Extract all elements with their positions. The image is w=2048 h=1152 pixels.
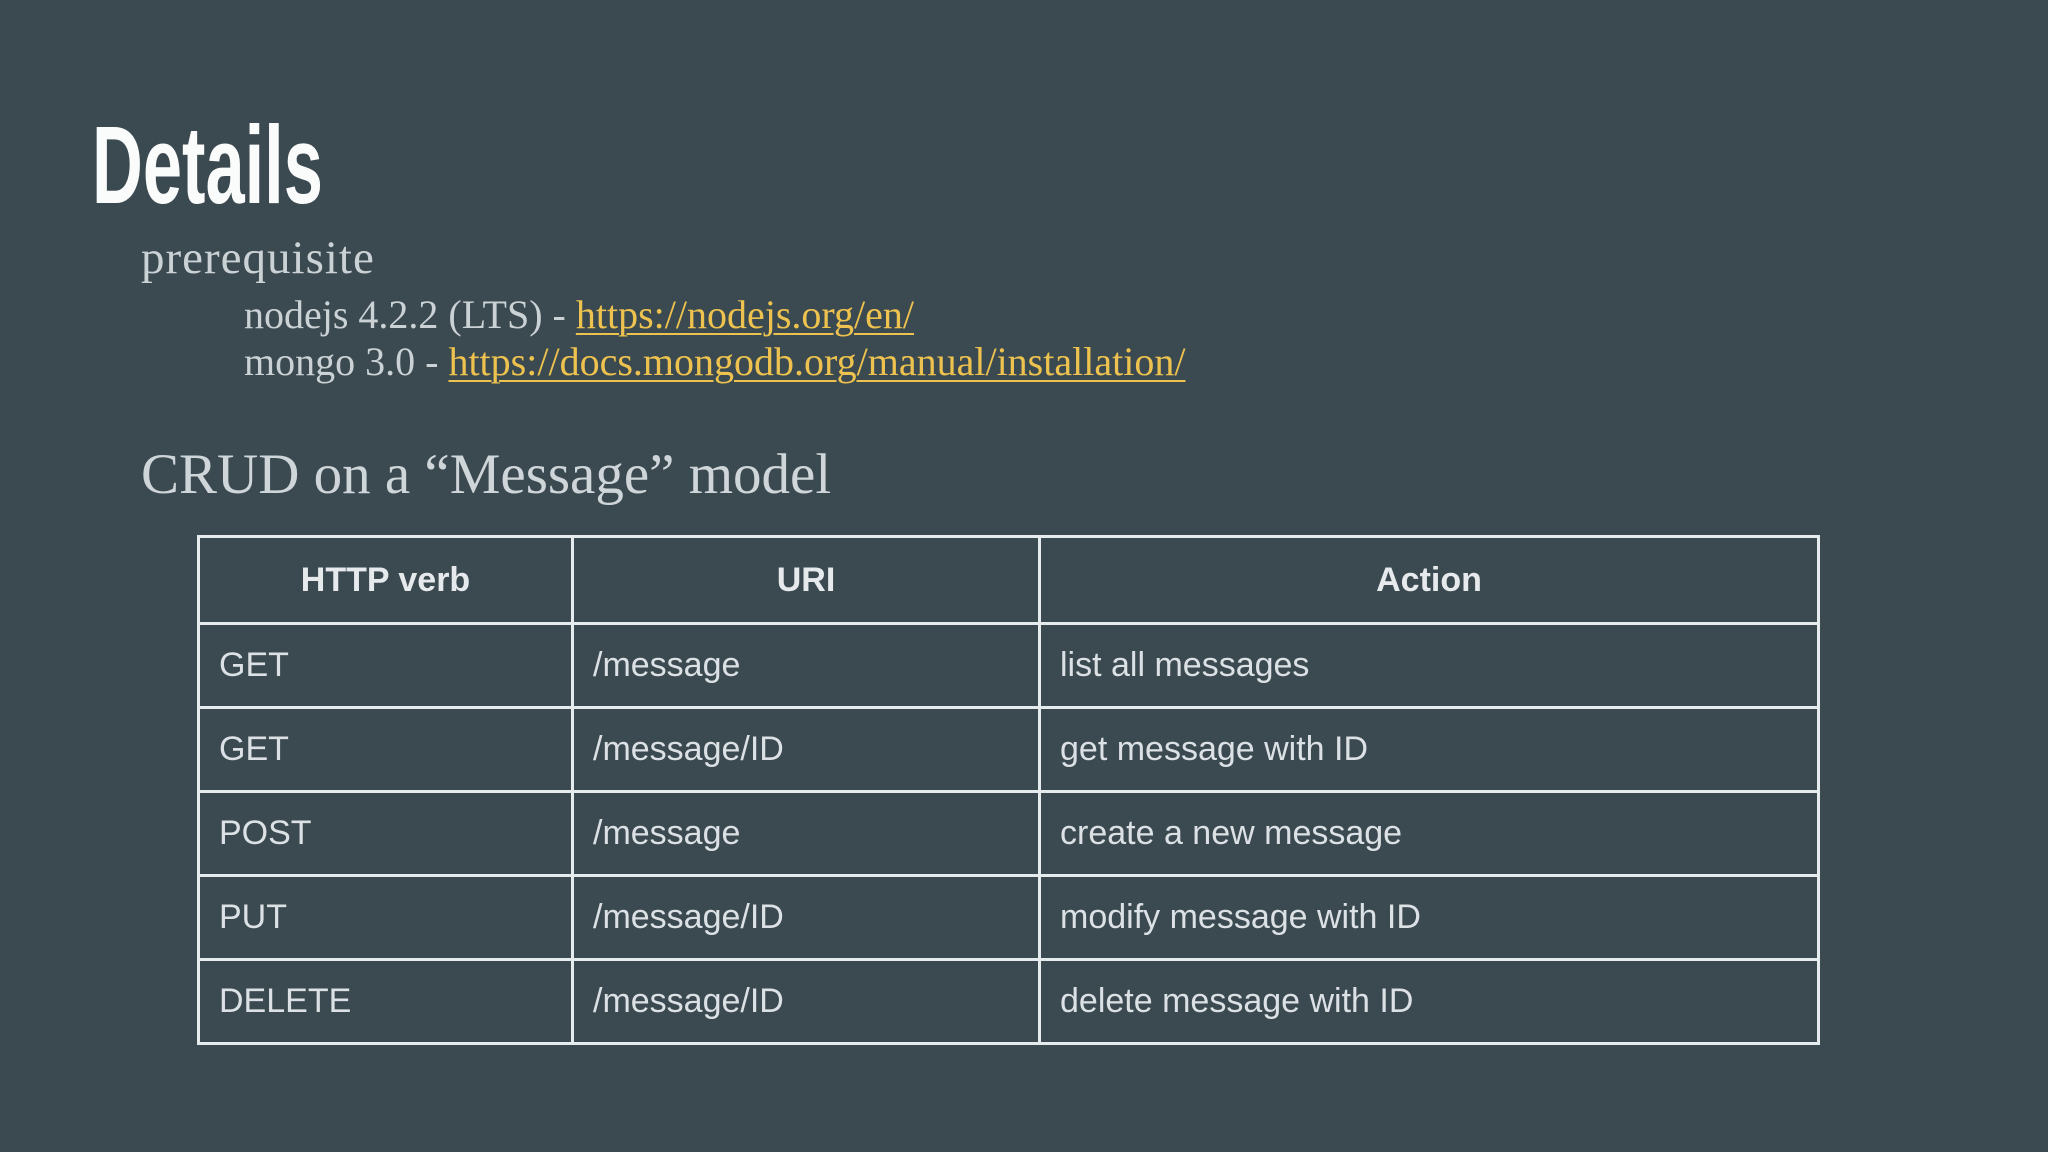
cell-action: delete message with ID — [1038, 958, 1820, 1045]
list-item-mongo: mongo 3.0 - https://docs.mongodb.org/man… — [244, 338, 1185, 385]
cell-action: get message with ID — [1038, 706, 1820, 793]
cell-action: modify message with ID — [1038, 874, 1820, 961]
nodejs-version-text: nodejs 4.2.2 (LTS) - — [244, 292, 576, 337]
list-item-nodejs: nodejs 4.2.2 (LTS) - https://nodejs.org/… — [244, 291, 1185, 338]
cell-http-verb: GET — [197, 706, 574, 793]
column-header-http-verb: HTTP verb — [197, 535, 574, 625]
table-row: GET /message list all messages — [197, 622, 1820, 709]
cell-uri: /message/ID — [571, 958, 1041, 1045]
table-row: DELETE /message/ID delete message with I… — [197, 958, 1820, 1045]
table-header-row: HTTP verb URI Action — [197, 535, 1820, 625]
prerequisite-heading: prerequisite — [141, 232, 375, 284]
section-heading-crud: CRUD on a “Message” model — [141, 443, 832, 506]
cell-action: list all messages — [1038, 622, 1820, 709]
table-row: GET /message/ID get message with ID — [197, 706, 1820, 793]
prerequisite-list: nodejs 4.2.2 (LTS) - https://nodejs.org/… — [244, 291, 1185, 385]
cell-http-verb: GET — [197, 622, 574, 709]
cell-uri: /message/ID — [571, 706, 1041, 793]
cell-uri: /message — [571, 622, 1041, 709]
mongodb-install-link[interactable]: https://docs.mongodb.org/manual/installa… — [448, 339, 1186, 384]
cell-http-verb: DELETE — [197, 958, 574, 1045]
cell-http-verb: PUT — [197, 874, 574, 961]
slide-title: Details — [92, 104, 323, 227]
cell-uri: /message — [571, 790, 1041, 877]
nodejs-link[interactable]: https://nodejs.org/en/ — [575, 292, 914, 337]
mongo-version-text: mongo 3.0 - — [244, 339, 449, 384]
table-row: PUT /message/ID modify message with ID — [197, 874, 1820, 961]
crud-endpoints-table: HTTP verb URI Action GET /message list a… — [197, 535, 1820, 1045]
cell-action: create a new message — [1038, 790, 1820, 877]
column-header-action: Action — [1038, 535, 1820, 625]
cell-uri: /message/ID — [571, 874, 1041, 961]
column-header-uri: URI — [571, 535, 1041, 625]
table-row: POST /message create a new message — [197, 790, 1820, 877]
cell-http-verb: POST — [197, 790, 574, 877]
